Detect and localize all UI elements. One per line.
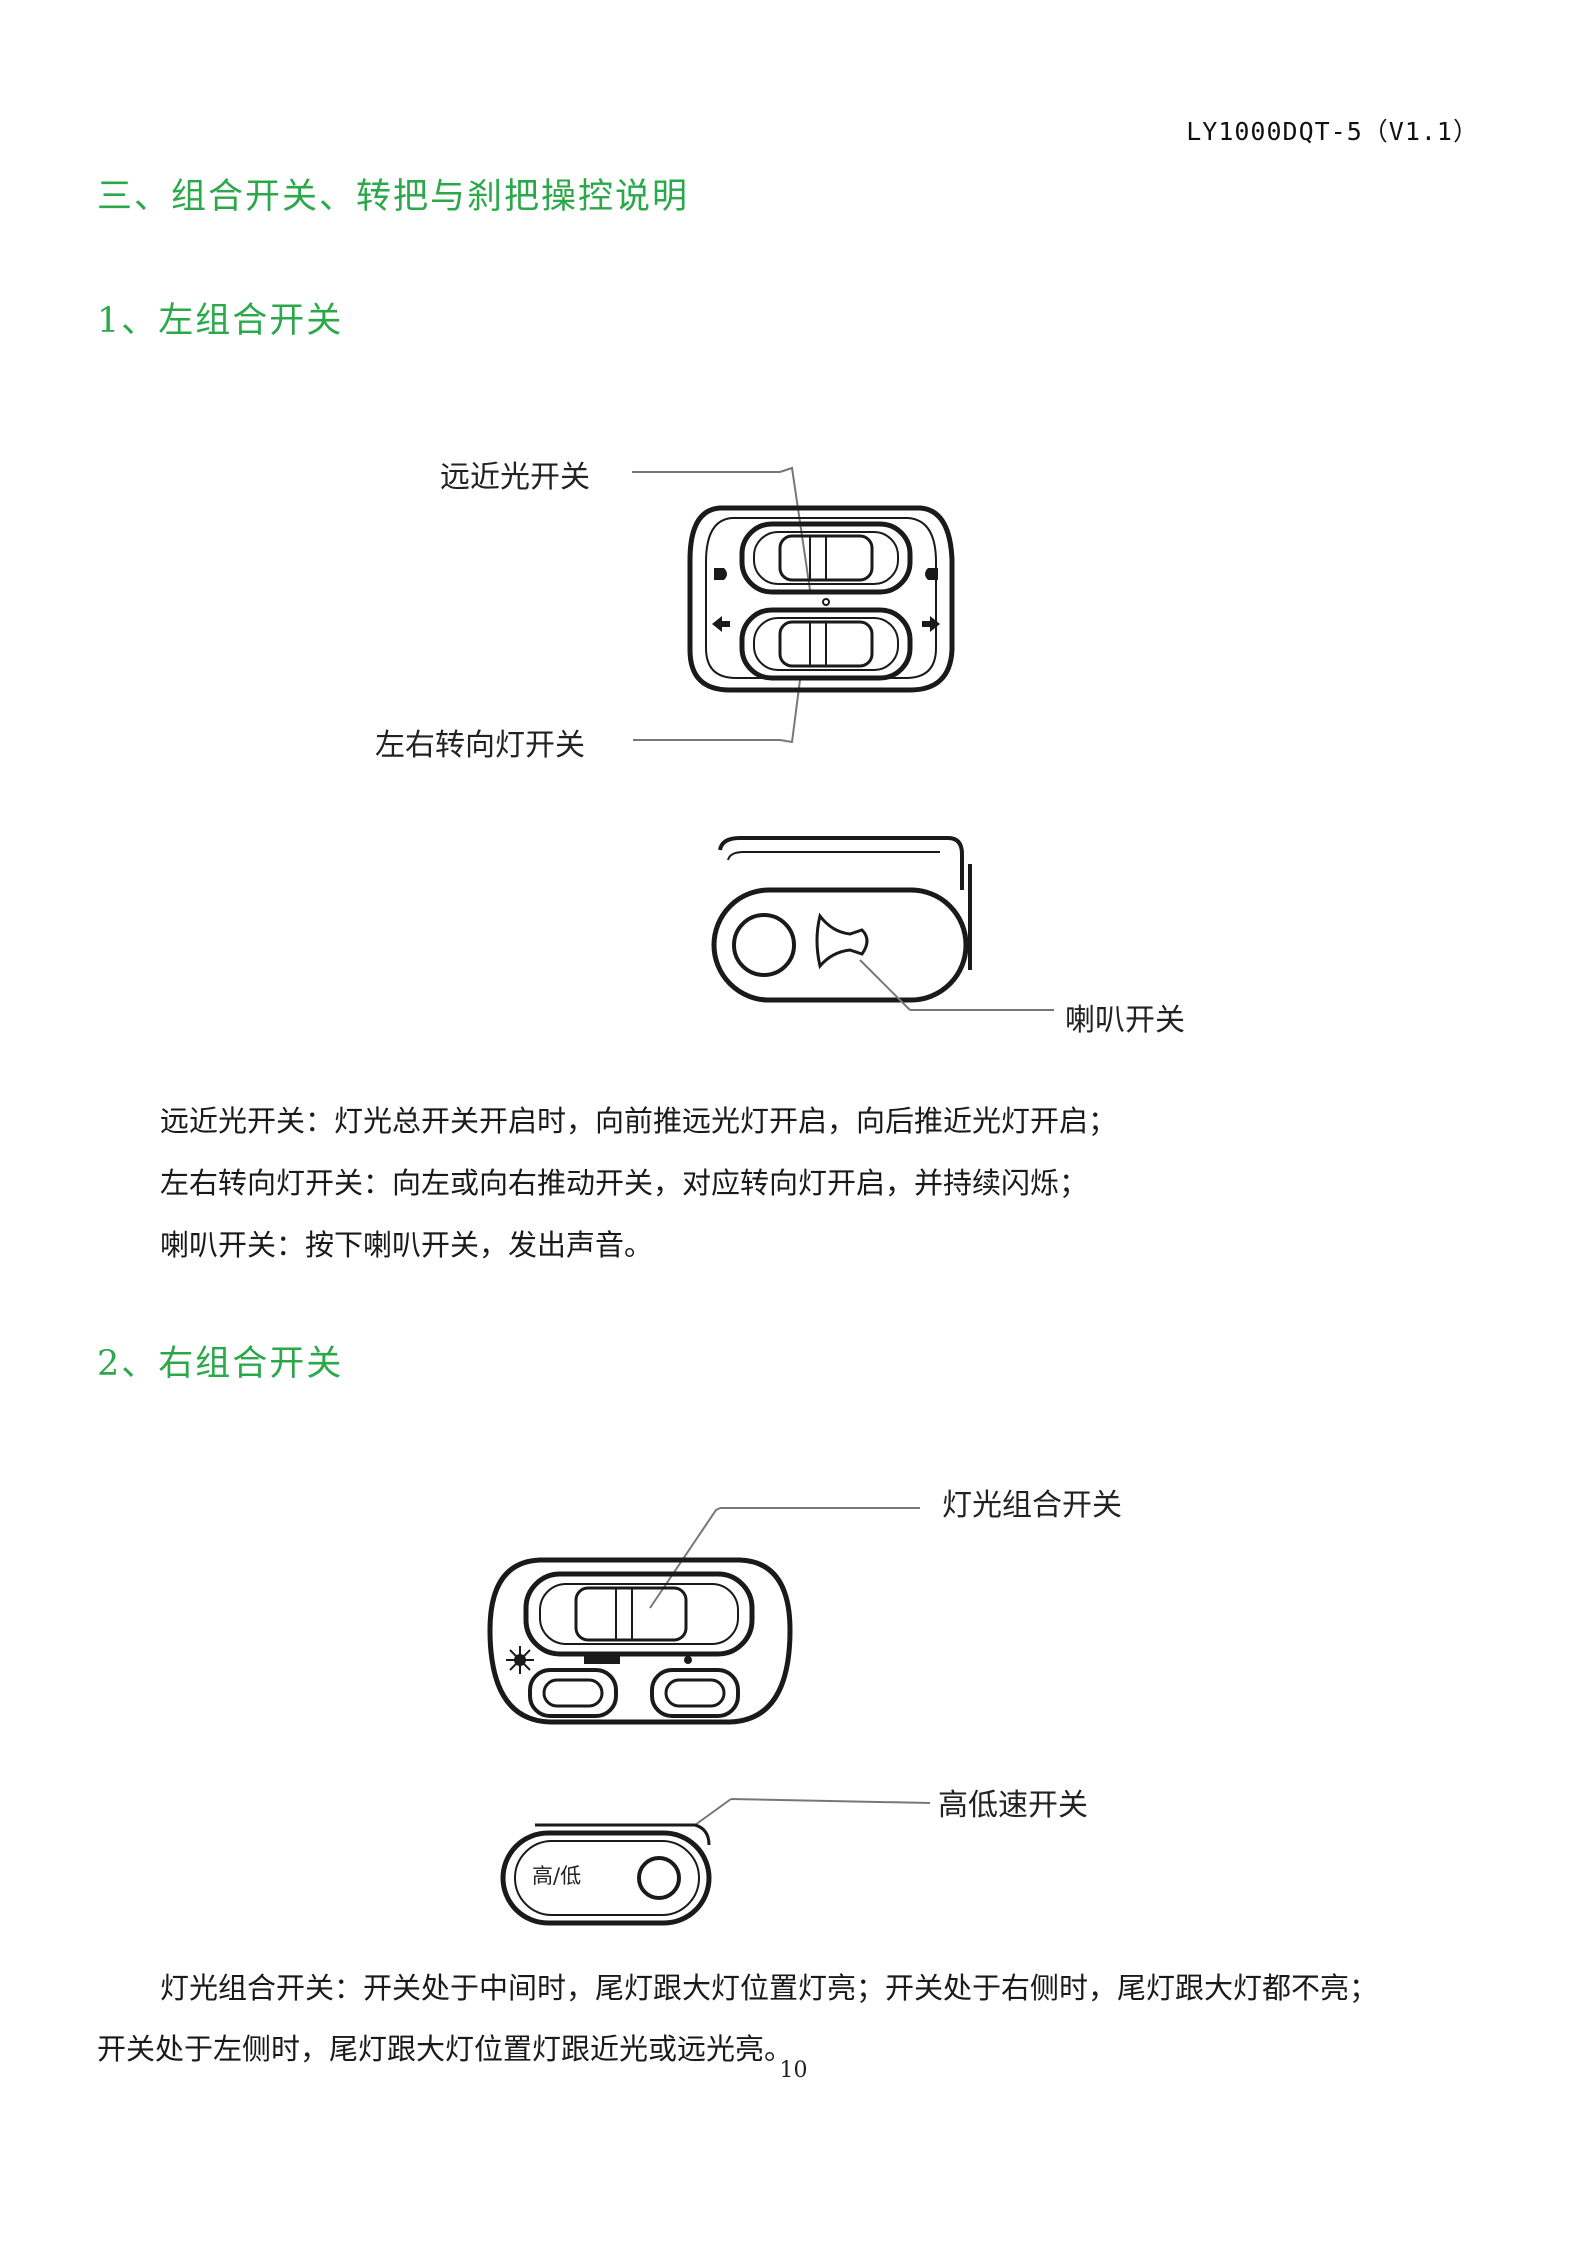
beam-switch-description: 远近光开关：灯光总开关开启时，向前推远光灯开启，向后推近光灯开启； [160, 1104, 1118, 1138]
right-switch-illustration [487, 1507, 920, 1725]
light-combo-description-line1: 灯光组合开关：开关处于中间时，尾灯跟大灯位置灯亮；开关处于右侧时，尾灯跟大灯都不… [160, 1971, 1379, 2005]
horn-switch-illustration [711, 836, 1054, 1011]
page-number: 10 [779, 2058, 808, 2083]
horn-switch-callout: 喇叭开关 [1065, 1003, 1185, 1038]
right-switch-heading: 2、右组合开关 [97, 1344, 344, 1384]
light-combo-description-line2: 开关处于左侧时，尾灯跟大灯位置灯跟近光或远光亮。 [97, 2032, 794, 2066]
speed-button-label: 高/低 [532, 1864, 582, 1888]
beam-switch-callout: 远近光开关 [440, 460, 590, 495]
left-switch-illustration [632, 466, 955, 744]
turn-switch-description: 左右转向灯开关：向左或向右推动开关，对应转向灯开启，并持续闪烁； [160, 1166, 1089, 1200]
horn-switch-description: 喇叭开关：按下喇叭开关，发出声音。 [160, 1228, 654, 1262]
turn-switch-callout: 左右转向灯开关 [375, 728, 585, 763]
speed-switch-callout: 高低速开关 [938, 1788, 1088, 1823]
left-switch-heading: 1、左组合开关 [97, 301, 344, 341]
document-code: LY1000DQT-5（V1.1） [1186, 117, 1479, 146]
light-combo-switch-callout: 灯光组合开关 [942, 1488, 1122, 1523]
speed-switch-illustration [500, 1798, 931, 1926]
section-title: 三、组合开关、转把与刹把操控说明 [97, 177, 690, 217]
